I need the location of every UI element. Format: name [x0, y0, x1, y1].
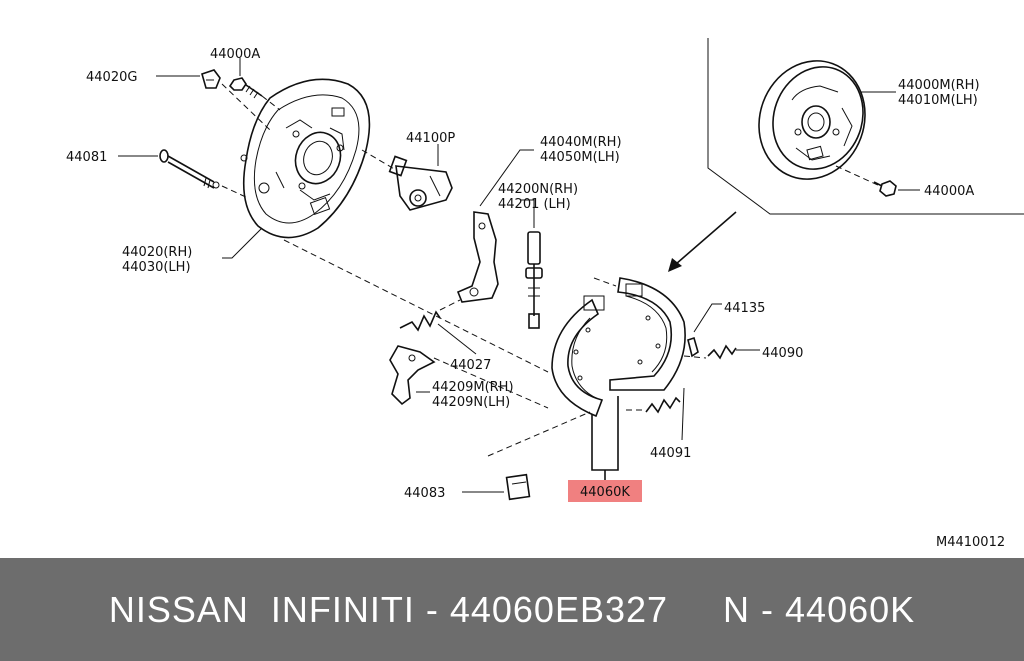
label-44200N-rh: 44200N(RH) [498, 182, 578, 197]
clip-icon [201, 69, 221, 89]
pad-icon [505, 473, 531, 501]
bracket-icon [389, 345, 436, 406]
inset-frame [707, 38, 1024, 215]
label-44010M-lh: 44010M(LH) [898, 93, 978, 108]
highlight-box [568, 480, 642, 502]
parts-diagram: 44000A 44020G 44081 44020(RH) 44030(LH) … [66, 38, 1024, 550]
lever-icon [456, 211, 499, 303]
label-44135: 44135 [724, 301, 765, 316]
bolt-icon-right [873, 180, 897, 197]
label-44000A-top: 44000A [210, 47, 260, 62]
brake-shoe-left-icon [551, 295, 605, 418]
long-bolt-icon [159, 149, 220, 189]
spring-icon-44091 [645, 396, 681, 414]
wheel-cylinder-icon [388, 155, 453, 211]
label-44020-rh: 44020(RH) [122, 245, 192, 260]
label-44000M-rh: 44000M(RH) [898, 78, 980, 93]
bolt-icon-top [228, 77, 263, 99]
label-44050M-lh: 44050M(LH) [540, 150, 620, 165]
direction-arrow [675, 211, 737, 265]
shoe-bracket-line [591, 396, 619, 471]
label-44090: 44090 [762, 346, 803, 361]
footer-bar: NISSAN INFINITI - 44060EB327 N - 44060K [0, 558, 1024, 661]
diagram-code: M4410012 [936, 535, 1005, 550]
label-44081: 44081 [66, 150, 107, 165]
assembled-brake-icon [758, 60, 866, 180]
label-44000A-right: 44000A [924, 184, 974, 199]
spring-icon-44090 [707, 344, 737, 360]
part-number-caption: NISSAN INFINITI - 44060EB327 N - 44060K [108, 588, 916, 630]
label-44209M-rh: 44209M(RH) [432, 380, 514, 395]
brake-shoe-right-icon [609, 277, 686, 391]
label-44060K: 44060K [580, 485, 630, 500]
label-44209N-lh: 44209N(LH) [432, 395, 510, 410]
spring-icon-44027 [399, 310, 441, 332]
label-44201-lh: 44201 (LH) [498, 197, 571, 212]
label-44030-lh: 44030(LH) [122, 260, 191, 275]
label-44027: 44027 [450, 358, 491, 373]
label-44040M-rh: 44040M(RH) [540, 135, 622, 150]
label-44020G: 44020G [86, 70, 137, 85]
small-clip-icon [687, 336, 699, 358]
label-44083: 44083 [404, 486, 445, 501]
backing-plate-icon [240, 78, 371, 239]
label-44091: 44091 [650, 446, 691, 461]
label-44100P: 44100P [406, 131, 455, 146]
adjuster-icon [525, 231, 543, 329]
